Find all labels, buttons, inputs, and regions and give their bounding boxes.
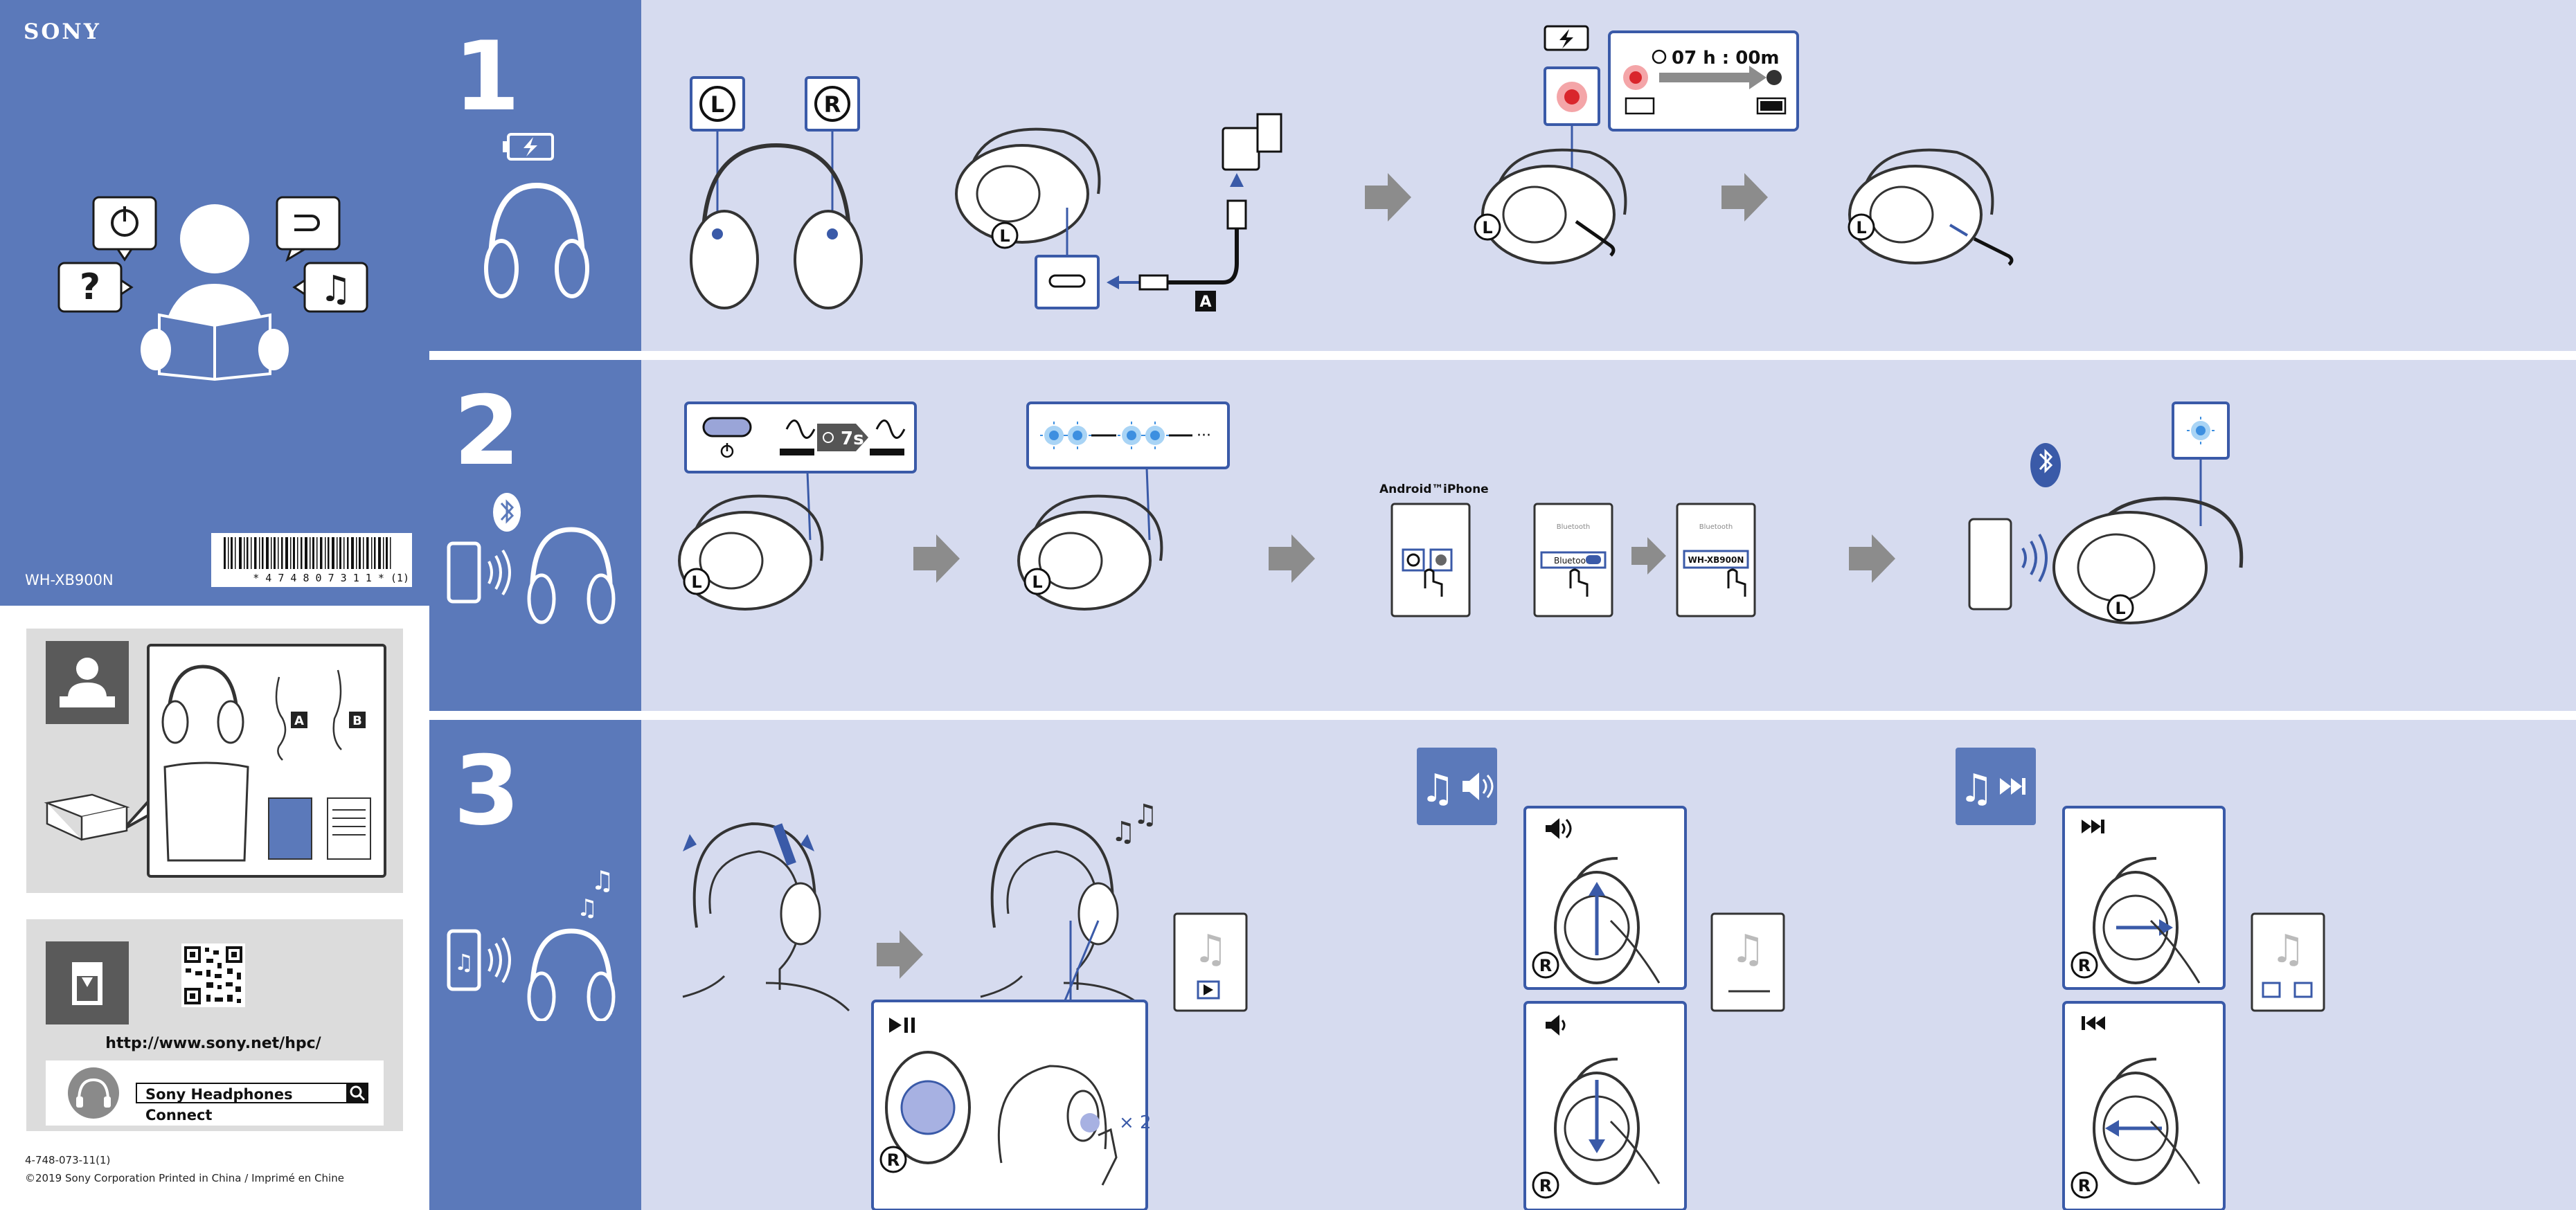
brand-logo: SONY (24, 19, 101, 44)
step1-charge-headphones-icon (484, 133, 589, 298)
android-label: Android™ (1379, 482, 1444, 496)
download-icon (46, 941, 129, 1024)
step-number-3: 3 (454, 735, 521, 847)
step2-bluetooth-pair-icon (447, 493, 616, 624)
volume-down-right-label: R (1539, 1176, 1552, 1195)
double-tap-label: × 2 (1119, 1112, 1152, 1133)
package-contents-illustration: A B (44, 641, 386, 878)
volume-up-right-label: R (1539, 956, 1552, 975)
step3-illustration: ♫ ♫ ♫ R × 2 ♫ R R ♫ (681, 748, 2325, 1210)
svg-text:♫: ♫ (1111, 816, 1136, 848)
part-number: 4-748-073-11(1) (25, 1154, 111, 1166)
qr-code (181, 943, 245, 1007)
pairing-left-label: L (1032, 572, 1042, 592)
svg-text:?: ? (80, 267, 100, 308)
cable-a-label: A (1199, 294, 1211, 311)
svg-text:♫: ♫ (1420, 766, 1455, 811)
left-badge: L (710, 91, 724, 118)
device-name-item: WH-XB900N (1688, 555, 1744, 565)
search-icon[interactable] (346, 1083, 368, 1103)
step2-illustration: 7s L ··· L Android™ iPhone Bluetooth Blu… (678, 401, 2244, 624)
support-url[interactable]: http://www.sony.net/hpc/ (105, 1035, 321, 1052)
step-number-2: 2 (454, 375, 521, 487)
svg-text:♫: ♫ (577, 894, 598, 922)
app-search-field[interactable]: Sony Headphones Connect (136, 1083, 357, 1123)
barcode-bars (224, 537, 391, 569)
svg-text:···: ··· (1197, 427, 1211, 444)
cable-b-badge: B (352, 714, 362, 728)
next-track-right-label: R (2078, 956, 2091, 975)
svg-text:♫: ♫ (1959, 766, 1994, 811)
manual-reader-icon: ? ♫ (57, 196, 368, 381)
hold-time: 7s (841, 428, 864, 449)
step1-illustration: L R L A 07 h : 00m L L (690, 25, 2014, 311)
step3-play-music-icon: ♫ ♫ ♫ (447, 865, 616, 1021)
svg-text:♫: ♫ (320, 269, 352, 310)
cable-a-badge: A (294, 714, 304, 728)
step1-left-label: L (999, 226, 1010, 246)
play-right-label: R (887, 1150, 900, 1170)
charge-time: 07 h : 00m (1672, 48, 1780, 69)
connected-left-label: L (2115, 599, 2125, 618)
step2-sidebar (429, 360, 641, 711)
step-number-1: 1 (454, 21, 521, 132)
svg-text:♫: ♫ (454, 949, 474, 975)
model-name: WH-XB900N (25, 572, 114, 588)
bluetooth-menu-title: Bluetooth (1557, 523, 1591, 531)
copyright: ©2019 Sony Corporation Printed in China … (25, 1172, 344, 1184)
barcode-number: * 4 7 4 8 0 7 3 1 1 * (1) (253, 572, 409, 584)
svg-text:♫: ♫ (1133, 799, 1158, 831)
charging-left-label: L (1482, 218, 1492, 237)
iphone-label: iPhone (1443, 482, 1489, 496)
prev-track-right-label: R (2078, 1176, 2091, 1195)
step1-sidebar (429, 0, 641, 351)
headphones-app-icon (68, 1067, 119, 1119)
device-list-title: Bluetooth (1699, 523, 1733, 531)
right-badge: R (824, 91, 841, 118)
barcode: * 4 7 4 8 0 7 3 1 1 * (1) (211, 533, 412, 587)
unplugged-left-label: L (1856, 218, 1866, 237)
power-left-label: L (691, 572, 701, 592)
bluetooth-menu-item: Bluetooth (1554, 556, 1594, 566)
svg-text:♫: ♫ (591, 865, 614, 896)
